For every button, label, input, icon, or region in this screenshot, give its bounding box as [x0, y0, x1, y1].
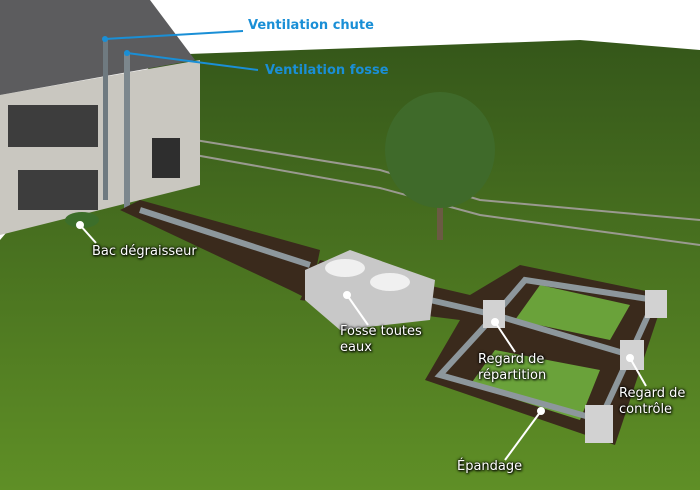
septic-tank: [305, 250, 435, 330]
label-regard-repartition-line2: répartition: [478, 368, 547, 383]
label-regard-controle-line1: Regard de: [619, 386, 686, 401]
tree: [385, 92, 495, 240]
label-fosse-line2: eaux: [340, 340, 372, 355]
grease-trap: [65, 212, 99, 228]
trench: [120, 200, 320, 300]
label-ventilation-chute: Ventilation chute: [248, 18, 374, 33]
label-ventilation-fosse: Ventilation fosse: [265, 63, 389, 78]
label-epandage: Épandage: [457, 459, 523, 474]
house: [0, 0, 200, 235]
label-fosse-line1: Fosse toutes: [340, 324, 422, 339]
label-regard-controle-line2: contrôle: [619, 402, 673, 417]
label-regard-repartition-line1: Regard de: [478, 352, 545, 367]
label-bac-degraisseur: Bac dégraisseur: [92, 244, 197, 259]
